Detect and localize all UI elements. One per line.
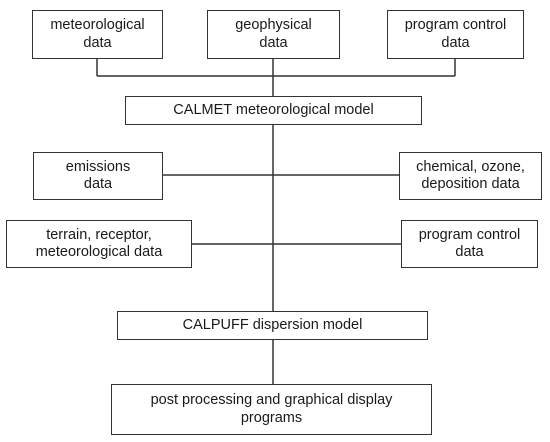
- geophysical-data-box: geophysical data: [207, 10, 340, 59]
- geophysical-data-label: geophysical data: [235, 17, 312, 51]
- terrain-receptor-data-box: terrain, receptor, meteorological data: [6, 220, 192, 268]
- meteorological-data-box: meteorological data: [32, 10, 163, 59]
- chemical-deposition-data-box: chemical, ozone, deposition data: [399, 152, 542, 200]
- calpuff-model-label: CALPUFF dispersion model: [182, 316, 363, 333]
- meteorological-data-label: meteorological data: [50, 17, 145, 51]
- calmet-model-label: CALMET meteorological model: [173, 101, 374, 118]
- chemical-deposition-data-label: chemical, ozone, deposition data: [416, 158, 525, 192]
- emissions-data-box: emissions data: [33, 152, 163, 200]
- calmet-model-box: CALMET meteorological model: [125, 96, 422, 125]
- program-control-data-top-label: program control data: [404, 17, 507, 51]
- calpuff-model-box: CALPUFF dispersion model: [117, 311, 428, 340]
- terrain-receptor-data-label: terrain, receptor, meteorological data: [35, 226, 163, 260]
- post-processing-box: post processing and graphical display pr…: [111, 384, 432, 435]
- post-processing-label: post processing and graphical display pr…: [150, 392, 393, 426]
- emissions-data-label: emissions data: [65, 158, 131, 192]
- program-control-data-top-box: program control data: [387, 10, 524, 59]
- program-control-data-mid-label: program control data: [418, 226, 521, 260]
- program-control-data-mid-box: program control data: [401, 220, 538, 268]
